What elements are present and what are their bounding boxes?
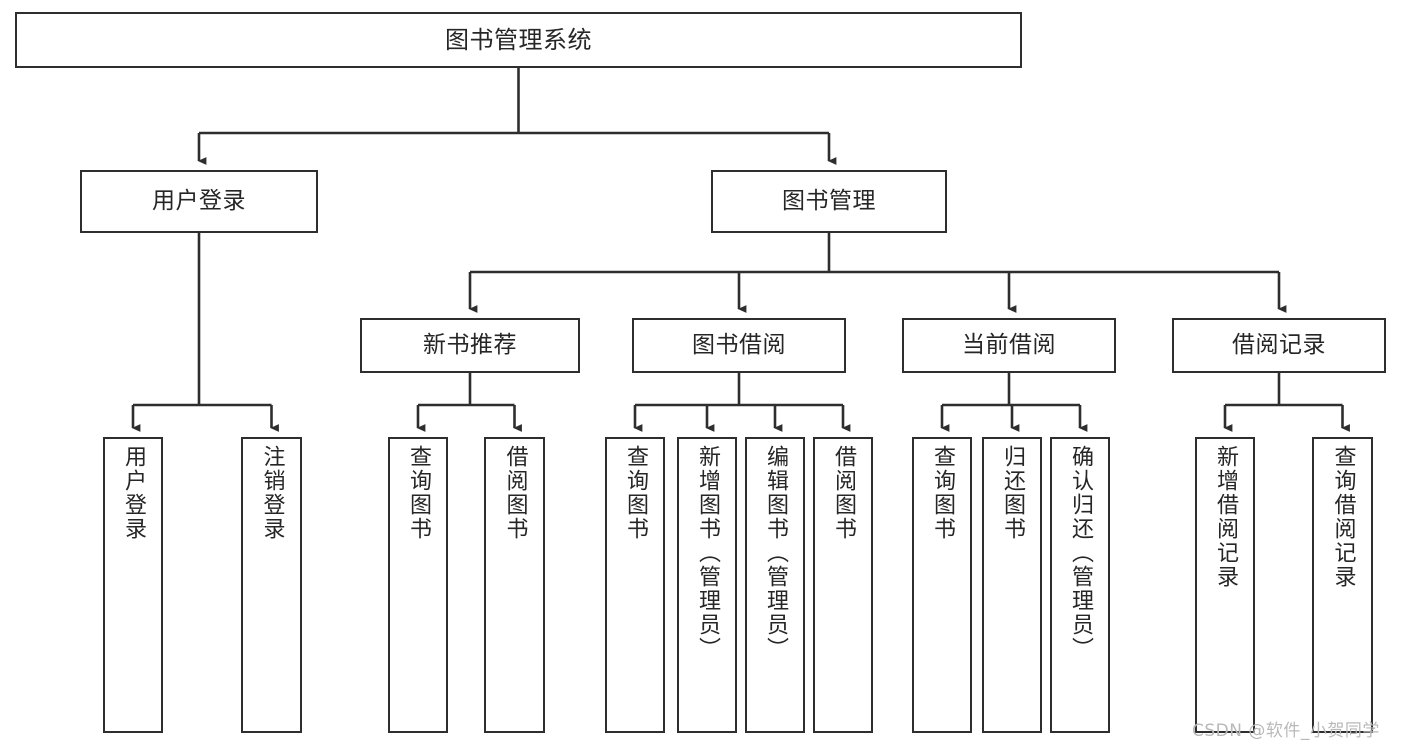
node-label: 归还图书 — [1000, 445, 1025, 541]
node-label: 新增图书（管理员） — [695, 445, 720, 661]
node-records[interactable]: 借阅记录 — [1172, 318, 1386, 373]
node-leaf1[interactable]: 用户登录 — [103, 437, 163, 733]
node-leaf13[interactable]: 查询借阅记录 — [1312, 437, 1373, 733]
node-label: 当前借阅 — [962, 331, 1056, 358]
node-leaf5[interactable]: 查询图书 — [605, 437, 665, 733]
node-leaf3[interactable]: 查询图书 — [388, 437, 448, 733]
node-label: 查询图书 — [930, 445, 955, 541]
node-label: 图书管理系统 — [445, 25, 592, 54]
node-label: 注销登录 — [259, 445, 285, 541]
node-login[interactable]: 用户登录 — [80, 170, 318, 233]
node-borrow[interactable]: 图书借阅 — [632, 318, 846, 373]
node-leaf11[interactable]: 确认归还（管理员） — [1050, 437, 1110, 733]
node-label: 图书管理 — [782, 187, 876, 214]
node-bookmgmt[interactable]: 图书管理 — [711, 170, 947, 233]
node-label: 借阅记录 — [1232, 331, 1326, 358]
node-root[interactable]: 图书管理系统 — [15, 12, 1022, 68]
node-label: 借阅图书 — [502, 445, 528, 541]
node-label: 用户登录 — [152, 187, 246, 214]
node-newbook[interactable]: 新书推荐 — [360, 318, 580, 373]
node-label: 查询图书 — [623, 445, 648, 541]
node-leaf7[interactable]: 编辑图书（管理员） — [745, 437, 805, 733]
node-label: 查询图书 — [406, 445, 431, 541]
watermark: CSDN @软件_小贺同学 — [1192, 721, 1380, 741]
node-leaf8[interactable]: 借阅图书 — [813, 437, 873, 733]
node-leaf9[interactable]: 查询图书 — [912, 437, 972, 733]
edge-group — [131, 68, 1350, 432]
node-current[interactable]: 当前借阅 — [902, 318, 1116, 373]
node-label: 图书借阅 — [692, 331, 786, 358]
node-label: 确认归还（管理员） — [1068, 445, 1093, 661]
node-leaf4[interactable]: 借阅图书 — [484, 437, 545, 733]
node-label: 新书推荐 — [423, 331, 517, 358]
node-label: 用户登录 — [121, 445, 146, 541]
node-leaf10[interactable]: 归还图书 — [982, 437, 1042, 733]
node-label: 新增借阅记录 — [1213, 445, 1238, 589]
node-label: 查询借阅记录 — [1330, 445, 1356, 589]
node-leaf12[interactable]: 新增借阅记录 — [1195, 437, 1255, 733]
node-label: 借阅图书 — [831, 445, 856, 541]
node-label: 编辑图书（管理员） — [763, 445, 788, 661]
node-leaf6[interactable]: 新增图书（管理员） — [677, 437, 737, 733]
node-leaf2[interactable]: 注销登录 — [241, 437, 302, 733]
